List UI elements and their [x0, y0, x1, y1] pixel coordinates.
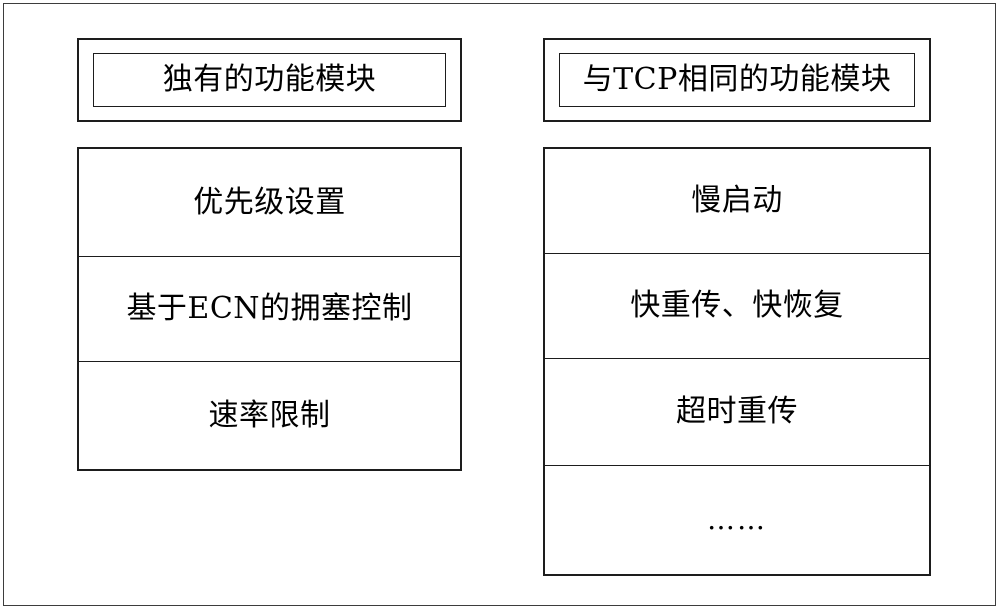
cell-priority-setting: 优先级设置 — [79, 149, 460, 257]
cell-rate-limiting-label: 速率限制 — [208, 397, 331, 433]
cell-timeout-retransmission: 超时重传 — [545, 359, 929, 466]
cell-ellipsis-label: …… — [707, 503, 767, 536]
cell-fast-retransmit-fast-recovery: 快重传、快恢复 — [545, 254, 929, 359]
tcp-same-modules-header-box: 与TCP相同的功能模块 — [543, 38, 931, 122]
cell-ellipsis: …… — [545, 466, 929, 574]
cell-rate-limiting: 速率限制 — [79, 362, 460, 469]
unique-modules-cell-stack: 优先级设置 基于ECN的拥塞控制 速率限制 — [77, 147, 462, 471]
unique-modules-header-inner-box: 独有的功能模块 — [93, 53, 446, 107]
cell-slow-start-label: 慢启动 — [691, 183, 783, 218]
tcp-same-modules-header-inner-box: 与TCP相同的功能模块 — [559, 53, 915, 107]
column-tcp-same-modules: 与TCP相同的功能模块 慢启动 快重传、快恢复 超时重传 …… — [543, 38, 931, 576]
tcp-same-modules-header-label: 与TCP相同的功能模块 — [582, 62, 892, 97]
cell-fast-retransmit-fast-recovery-label: 快重传、快恢复 — [630, 288, 844, 323]
cell-ecn-congestion-control-label: 基于ECN的拥塞控制 — [126, 291, 413, 326]
cell-timeout-retransmission-label: 超时重传 — [676, 394, 798, 429]
cell-slow-start: 慢启动 — [545, 149, 929, 254]
tcp-same-modules-cell-stack: 慢启动 快重传、快恢复 超时重传 …… — [543, 147, 931, 576]
unique-modules-header-box: 独有的功能模块 — [77, 38, 462, 122]
cell-ecn-congestion-control: 基于ECN的拥塞控制 — [79, 257, 460, 362]
cell-priority-setting-label: 优先级设置 — [193, 184, 346, 220]
column-unique-modules: 独有的功能模块 优先级设置 基于ECN的拥塞控制 速率限制 — [77, 38, 462, 471]
unique-modules-header-label: 独有的功能模块 — [162, 62, 377, 97]
